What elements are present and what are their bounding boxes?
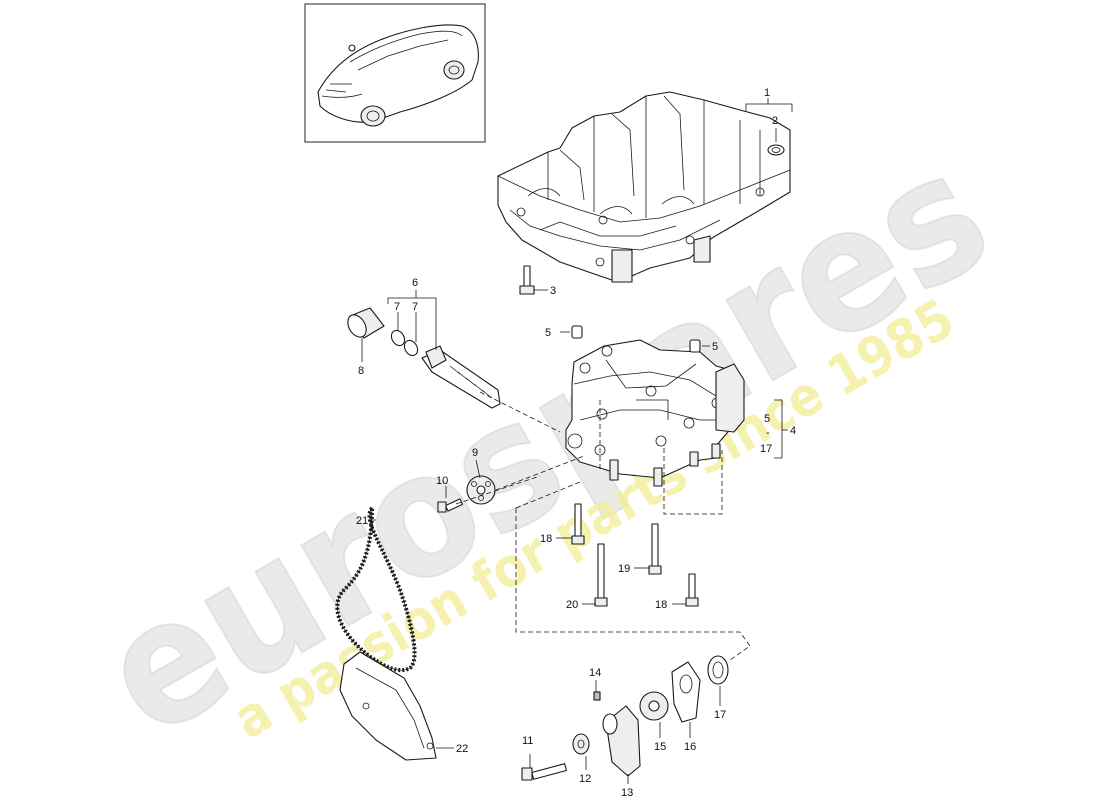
- chain-cover: [339, 651, 437, 761]
- callout-17: 17: [714, 709, 726, 721]
- oil-pump-housing: [565, 339, 745, 487]
- callout-5-range-start: 5: [764, 413, 770, 425]
- callout-5-range-end: 17: [760, 443, 772, 455]
- bearing-block: [602, 705, 641, 777]
- oil-pan-upper: [497, 91, 791, 283]
- o-ring: [767, 144, 785, 156]
- callout-22: 22: [456, 743, 468, 755]
- callout-6: 6: [412, 277, 418, 289]
- callout-5: 5: [545, 327, 551, 339]
- callout-15: 15: [654, 741, 666, 753]
- bolt: [519, 265, 535, 295]
- callout-5-range-dash: -: [766, 427, 770, 439]
- bolt: [521, 763, 568, 781]
- plug: [571, 325, 701, 353]
- pin: [593, 691, 601, 701]
- callout-21: 21: [356, 515, 368, 527]
- callout-18: 18: [655, 599, 667, 611]
- assembly-guides: [455, 391, 751, 661]
- callout-8: 8: [358, 365, 364, 377]
- callout-1: 1: [764, 87, 770, 99]
- callout-14: 14: [589, 667, 601, 679]
- seal-ring: [403, 339, 419, 357]
- bushing: [347, 307, 385, 339]
- callout-18: 18: [540, 533, 552, 545]
- callout-4: 4: [790, 425, 796, 437]
- bolt: [571, 503, 585, 545]
- callout-10: 10: [436, 475, 448, 487]
- callout-11: 11: [522, 735, 533, 747]
- gasket: [671, 661, 701, 723]
- drive-gear: [639, 691, 669, 721]
- sealing-ring: [707, 655, 729, 685]
- callout-7: 7: [412, 301, 418, 313]
- callout-3: 3: [550, 285, 556, 297]
- callout-5: 5: [712, 341, 718, 353]
- bolt: [437, 498, 464, 513]
- bolt: [648, 523, 662, 575]
- bolt: [685, 573, 699, 607]
- vehicle-thumbnail: [304, 3, 486, 143]
- callout-20: 20: [566, 599, 578, 611]
- callout-16: 16: [684, 741, 696, 753]
- callout-19: 19: [618, 563, 630, 575]
- callout-2: 2: [772, 115, 778, 127]
- bolt: [594, 543, 608, 607]
- callout-12: 12: [579, 773, 591, 785]
- sprocket: [466, 475, 496, 505]
- washer: [572, 733, 590, 755]
- callout-9: 9: [472, 447, 478, 459]
- leaders: [361, 98, 793, 784]
- drive-shaft: [421, 345, 501, 409]
- seal-ring: [390, 329, 406, 347]
- callout-13: 13: [621, 787, 633, 799]
- callout-7: 7: [394, 301, 400, 313]
- car-icon: [317, 24, 479, 127]
- callout-labels: 1 2 3 4 5 5 5 - 17 6 7 7 8 9 10 11 12 13…: [356, 87, 796, 799]
